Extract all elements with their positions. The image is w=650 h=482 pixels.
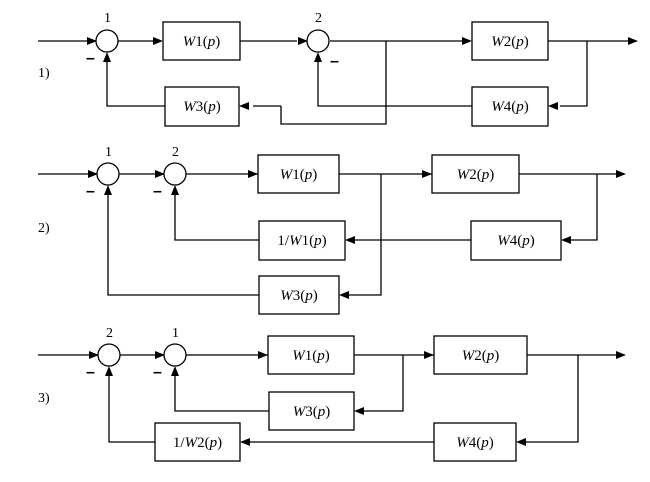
d1-arrow-up-sum1 [103, 52, 111, 62]
d3-arrow-up-sum2 [105, 366, 113, 376]
d3-arrow-into-w3 [354, 407, 364, 415]
d2-block-w1-label: W1(p) [280, 167, 318, 183]
d2-block-inverse-w1 [258, 220, 346, 261]
d3-block-w1 [267, 335, 355, 375]
d2-arrow-into-w2 [422, 170, 432, 178]
d3-block-w3-label: W3(p) [293, 404, 331, 420]
d3-block-w1-label: W1(p) [292, 348, 330, 364]
diagram-3-label: 3) [38, 391, 50, 406]
d2-arrow-into-w1 [248, 170, 258, 178]
d3-wire-w3-to-sum1 [174, 372, 269, 412]
d2-block-w3 [258, 275, 340, 315]
diagram-3: 3) 2 1 – – W1(p) W2(p) W3(p) 1/ [38, 326, 626, 462]
diagram-1: 1) 1 2 – – W1(p) W2(p) W3( [38, 11, 638, 127]
diagram-2-label: 2) [38, 221, 50, 236]
d3-w4-feedback-pick [526, 355, 579, 443]
d1-block-w4 [471, 86, 549, 127]
d1-arrow-into-w2 [462, 37, 472, 45]
d2-arrow-output [616, 170, 626, 178]
d1-wire-w4-to-sum2 [317, 58, 472, 107]
d2-junction-2-number: 2 [172, 145, 179, 160]
d3-arrow-into-w4 [516, 438, 526, 446]
d1-w3-feedback-pick [280, 41, 387, 125]
d2-block-inverse-w1-label: 1/W1(p) [277, 233, 326, 249]
d3-arrow-into-invw2 [240, 438, 250, 446]
d1-arrow-into-sum2 [298, 37, 308, 45]
d2-arrow-into-sum2 [155, 170, 165, 178]
d2-block-w4-label: W4(p) [497, 233, 535, 249]
d3-w3-feedback-pick [364, 355, 404, 412]
d1-minus-sign-2: – [330, 53, 339, 70]
d3-summing-junction-2 [97, 343, 121, 367]
d2-w3-feedback-pick [349, 174, 382, 296]
d3-block-w2-label: W2(p) [462, 348, 500, 364]
d3-block-w4 [433, 422, 517, 462]
d2-block-w4 [470, 220, 562, 261]
d1-arrow-into-w4 [548, 102, 558, 110]
d2-arrow-up-sum2 [171, 185, 179, 195]
d2-arrow-into-w3 [339, 291, 349, 299]
d3-block-inverse-w2-label: 1/W2(p) [173, 435, 222, 451]
d3-junction-1-number: 1 [172, 326, 179, 341]
d2-summing-junction-1 [96, 162, 120, 186]
d3-junction-2-number: 2 [106, 326, 113, 341]
d2-arrow-into-sum1 [88, 170, 98, 178]
d3-minus-sign-1: – [153, 364, 162, 381]
d2-block-w2 [431, 154, 520, 194]
d3-arrow-into-w2 [424, 351, 434, 359]
d3-arrow-into-sum1 [155, 351, 165, 359]
d3-arrow-into-sum2 [89, 351, 99, 359]
d1-summing-junction-2 [306, 29, 330, 53]
d1-arrow-output [628, 37, 638, 45]
d3-block-w2 [433, 335, 528, 375]
d2-summing-junction-2 [163, 162, 187, 186]
d1-arrow-up-sum2 [314, 52, 322, 62]
d2-block-w2-label: W2(p) [457, 167, 495, 183]
d3-block-w4-label: W4(p) [456, 435, 494, 451]
diagram-2: 2) 1 2 – – W1(p) W2(p) 1/W1(p) [38, 145, 626, 315]
d2-arrow-up-sum1 [104, 185, 112, 195]
d3-arrow-up-sum1 [171, 366, 179, 376]
d2-minus-sign-1: – [86, 183, 95, 200]
d2-junction-1-number: 1 [105, 145, 112, 160]
diagram-1-label: 1) [38, 66, 50, 81]
d1-arrow-into-w1 [153, 37, 163, 45]
d2-wire-invw1-to-sum2 [174, 191, 259, 241]
d1-w4-feedback-pick [560, 41, 588, 107]
d1-block-w1 [162, 21, 241, 61]
d3-arrow-output [616, 351, 626, 359]
d3-arrow-into-w1 [258, 351, 268, 359]
d3-minus-sign-2: – [86, 364, 95, 381]
d1-minus-sign-1: – [86, 50, 95, 67]
d1-block-w3-label: W3(p) [183, 99, 221, 115]
d1-wire-w3-to-sum1 [106, 58, 165, 107]
d1-junction-1-number: 1 [104, 11, 111, 26]
d2-block-w1 [257, 154, 340, 194]
d3-summing-junction-1 [163, 343, 187, 367]
d3-wire-invw2-to-sum2 [108, 372, 155, 443]
d1-block-w4-label: W4(p) [491, 99, 529, 115]
d3-block-inverse-w2 [154, 422, 241, 462]
d2-arrow-into-w4 [561, 236, 571, 244]
d1-arrow-into-sum1 [87, 37, 97, 45]
d1-summing-junction-1 [95, 29, 119, 53]
d2-minus-sign-2: – [153, 183, 162, 200]
d1-block-w1-label: W1(p) [183, 34, 221, 50]
d1-block-w2-label: W2(p) [491, 34, 529, 50]
d2-block-w3-label: W3(p) [280, 288, 318, 304]
d2-wire-w3-to-sum1 [107, 191, 259, 296]
d2-w4-feedback-pick [571, 174, 598, 241]
d2-arrow-into-invw1 [345, 236, 355, 244]
d1-junction-2-number: 2 [315, 11, 322, 26]
d1-arrow-into-w3 [239, 102, 249, 110]
d1-block-w2 [471, 21, 549, 61]
d1-block-w3 [164, 86, 240, 127]
d3-block-w3 [268, 391, 355, 431]
